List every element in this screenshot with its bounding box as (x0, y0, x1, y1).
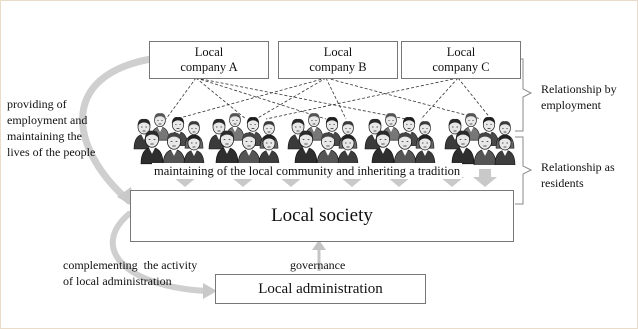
administration-curve-arrowhead (203, 283, 217, 299)
relationship-residents-line-1: Relationship as (541, 160, 615, 174)
relationship-residents-label: Relationship as residents (541, 159, 636, 191)
person-figure (414, 134, 436, 165)
complementing-line-2: of local administration (63, 274, 172, 288)
person-figure (371, 130, 395, 165)
person-figure (162, 132, 186, 165)
company-a-box: Local company A (149, 41, 269, 79)
person-figure (393, 132, 417, 165)
people-group-5-icon (444, 113, 516, 165)
people-group-4-icon (364, 113, 436, 165)
complementing-line-1: complementing the activity (63, 258, 198, 272)
people-group-3-icon (287, 113, 359, 165)
company-b-line2: company B (309, 60, 367, 74)
person-figure (183, 134, 205, 165)
providing-employment-label: providing of employment and maintaining … (7, 96, 137, 160)
providing-line-4: lives of the people (7, 145, 96, 159)
person-figure (225, 113, 245, 141)
person-figure (294, 130, 318, 165)
company-a-line1: Local (194, 45, 224, 59)
employment-dashed-lines (165, 77, 492, 120)
person-figure (140, 130, 164, 165)
employment-curve-arrow (79, 55, 155, 205)
person-figure (237, 132, 261, 165)
governance-label: governance (290, 258, 346, 272)
relationship-employment-line-1: Relationship by (541, 82, 617, 96)
providing-line-1: providing of (7, 97, 67, 111)
person-figure (494, 134, 516, 165)
local-society-box: Local society (130, 190, 514, 242)
providing-line-2: employment and (7, 113, 88, 127)
company-b-line1: Local (323, 45, 353, 59)
employment-bracket (515, 58, 533, 132)
person-figure (451, 130, 475, 165)
maintaining-community-label: maintaining of the local community and i… (152, 163, 463, 179)
company-b-box: Local company B (278, 41, 398, 79)
providing-line-3: maintaining the (7, 129, 82, 143)
local-society-label: Local society (271, 205, 373, 226)
governance-arrowhead (312, 240, 326, 250)
relationship-employment-line-2: employment (541, 98, 601, 112)
person-figure (258, 134, 280, 165)
people-group-2-icon (208, 113, 280, 165)
people-group-1-icon (133, 113, 205, 165)
company-c-box: Local company C (401, 41, 521, 79)
relationship-residents-line-2: residents (541, 176, 584, 190)
company-c-line1: Local (446, 45, 476, 59)
complementing-label: complementing the activity of local admi… (63, 257, 223, 289)
local-administration-label: Local administration (258, 280, 383, 297)
residents-bracket (515, 136, 533, 205)
relationship-employment-label: Relationship by employment (541, 81, 636, 113)
person-figure (337, 134, 359, 165)
person-figure (215, 130, 239, 165)
company-a-line2: company A (180, 60, 238, 74)
administration-curve-arrow (109, 211, 209, 294)
local-administration-box: Local administration (215, 274, 426, 304)
company-c-line2: company C (432, 60, 490, 74)
person-figure (316, 132, 340, 165)
